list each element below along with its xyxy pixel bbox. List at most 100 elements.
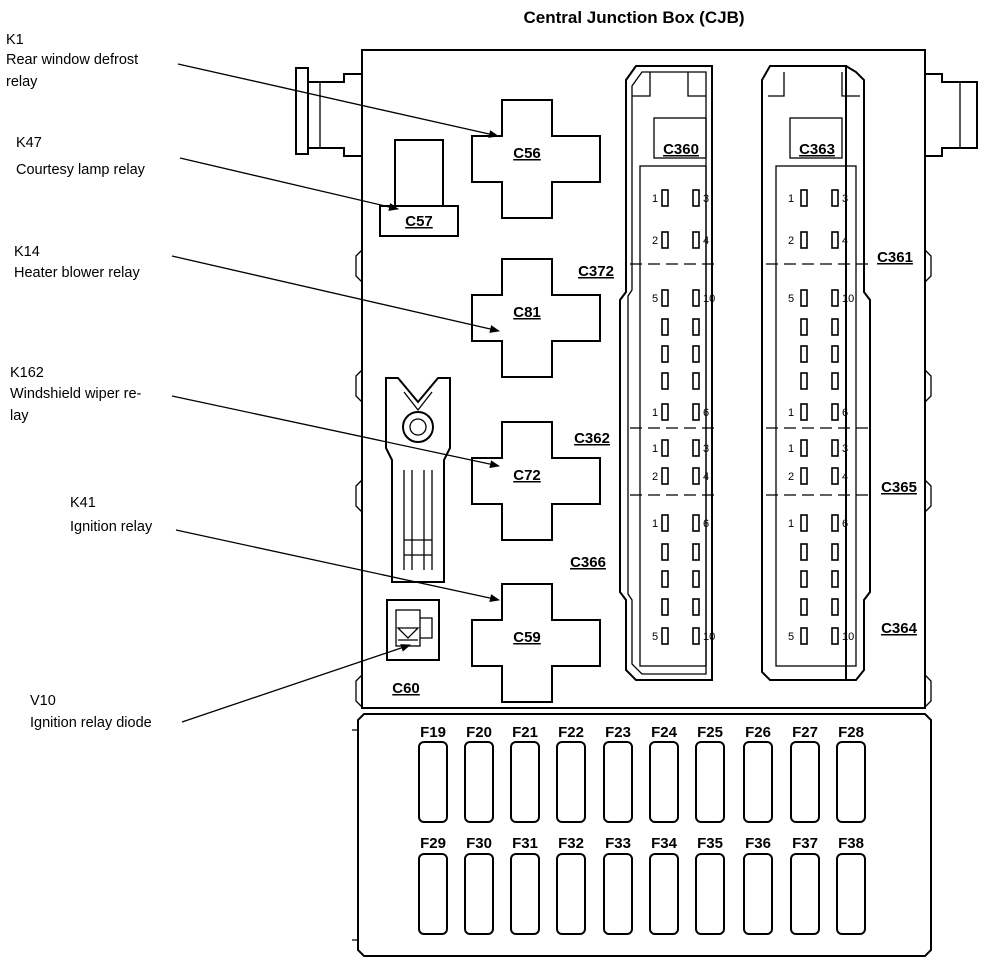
connector-pin — [692, 570, 700, 588]
pin-number: 1 — [652, 407, 658, 419]
connector-pin — [831, 543, 839, 561]
connector-pin — [831, 627, 839, 645]
connector-pin — [692, 514, 700, 532]
connector-label-c57: C57 — [405, 213, 433, 230]
pin-number: 4 — [703, 235, 709, 247]
pin-number: 6 — [703, 518, 709, 530]
connector-pin — [692, 439, 700, 457]
connector-label-c361: C361 — [877, 249, 913, 266]
connector-pin — [831, 598, 839, 616]
connector-pin — [661, 627, 669, 645]
pin-number: 2 — [652, 471, 658, 483]
pin-number: 1 — [788, 443, 794, 455]
fuse-slot-f34 — [649, 853, 679, 935]
connector-pin — [692, 403, 700, 421]
fuse-label-f27: F27 — [792, 724, 818, 741]
component-id: K1 — [6, 32, 24, 48]
pin-number: 5 — [652, 293, 658, 305]
pin-number: 4 — [703, 471, 709, 483]
component-id: K14 — [14, 244, 40, 260]
pin-number: 4 — [842, 471, 848, 483]
connector-pin — [800, 289, 808, 307]
connector-label-c363: C363 — [799, 141, 835, 158]
connector-pin — [692, 289, 700, 307]
connector-pin — [692, 467, 700, 485]
pin-number: 10 — [842, 293, 854, 305]
fuse-slot-f24 — [649, 741, 679, 823]
pin-number: 3 — [842, 443, 848, 455]
connector-pin — [800, 543, 808, 561]
callout-k47: K47 Courtesy lamp relay — [16, 135, 399, 211]
wiper-clip — [385, 377, 451, 583]
connector-label-c364: C364 — [881, 620, 918, 637]
fuse-label-f35: F35 — [697, 835, 723, 852]
fuse-label-f34: F34 — [651, 835, 678, 852]
pin-number: 6 — [842, 407, 848, 419]
connector-pin — [800, 231, 808, 249]
relay-c59: C59 — [471, 583, 601, 703]
relay-c72: C72 — [471, 421, 601, 541]
connector-label-c60: C60 — [392, 680, 420, 697]
callout-k1: K1 Rear window defrost relay — [6, 32, 499, 138]
connector-pin — [661, 439, 669, 457]
connector-label-c362: C362 — [574, 430, 610, 447]
fuse-label-f31: F31 — [512, 835, 538, 852]
fuse-label-f23: F23 — [605, 724, 631, 741]
connector-pin — [800, 570, 808, 588]
fuse-slot-f35 — [695, 853, 725, 935]
connector-pin — [800, 318, 808, 336]
connector-pin — [661, 189, 669, 207]
fuse-slot-f20 — [464, 741, 494, 823]
fuse-slot-f38 — [836, 853, 866, 935]
connector-pin — [831, 403, 839, 421]
fuse-panel — [352, 713, 932, 957]
fuse-label-f30: F30 — [466, 835, 492, 852]
fuse-label-f26: F26 — [745, 724, 771, 741]
fuse-slot-f26 — [743, 741, 773, 823]
fuse-label-f37: F37 — [792, 835, 818, 852]
component-id: V10 — [30, 693, 56, 709]
pin-number: 1 — [652, 193, 658, 205]
connector-pin — [692, 372, 700, 390]
connector-pin — [661, 543, 669, 561]
fuse-label-f21: F21 — [512, 724, 538, 741]
component-desc: Ignition relay — [70, 519, 153, 535]
pin-number: 10 — [703, 631, 715, 643]
connector-block-left — [619, 65, 716, 681]
pin-number: 5 — [788, 631, 794, 643]
connector-pin — [831, 318, 839, 336]
component-desc: Windshield wiper re- — [10, 386, 142, 402]
pin-number: 10 — [842, 631, 854, 643]
pin-number: 3 — [703, 193, 709, 205]
fuse-slot-f25 — [695, 741, 725, 823]
connector-pin — [692, 231, 700, 249]
connector-pin — [661, 231, 669, 249]
connector-pin — [692, 598, 700, 616]
pin-number: 1 — [788, 518, 794, 530]
component-id: K41 — [70, 495, 96, 511]
relay-c81: C81 — [471, 258, 601, 378]
fuse-label-f25: F25 — [697, 724, 723, 741]
connector-pin — [800, 189, 808, 207]
pin-number: 3 — [842, 193, 848, 205]
connector-pin — [831, 514, 839, 532]
relay-c57: C57 — [379, 139, 459, 237]
connector-pin — [661, 372, 669, 390]
pin-number: 1 — [788, 407, 794, 419]
pin-number: 1 — [652, 518, 658, 530]
callout-k41: K41 Ignition relay — [70, 495, 500, 603]
pin-number: 3 — [703, 443, 709, 455]
component-id: K47 — [16, 135, 42, 151]
pin-number: 5 — [652, 631, 658, 643]
connector-pin — [800, 345, 808, 363]
connector-pin — [800, 598, 808, 616]
fuse-slot-f28 — [836, 741, 866, 823]
relay-c56: C56 — [471, 99, 601, 219]
fuse-slot-f27 — [790, 741, 820, 823]
pin-number: 4 — [842, 235, 848, 247]
connector-pin — [692, 189, 700, 207]
connector-block-right — [761, 65, 871, 681]
fuse-label-f28: F28 — [838, 724, 864, 741]
